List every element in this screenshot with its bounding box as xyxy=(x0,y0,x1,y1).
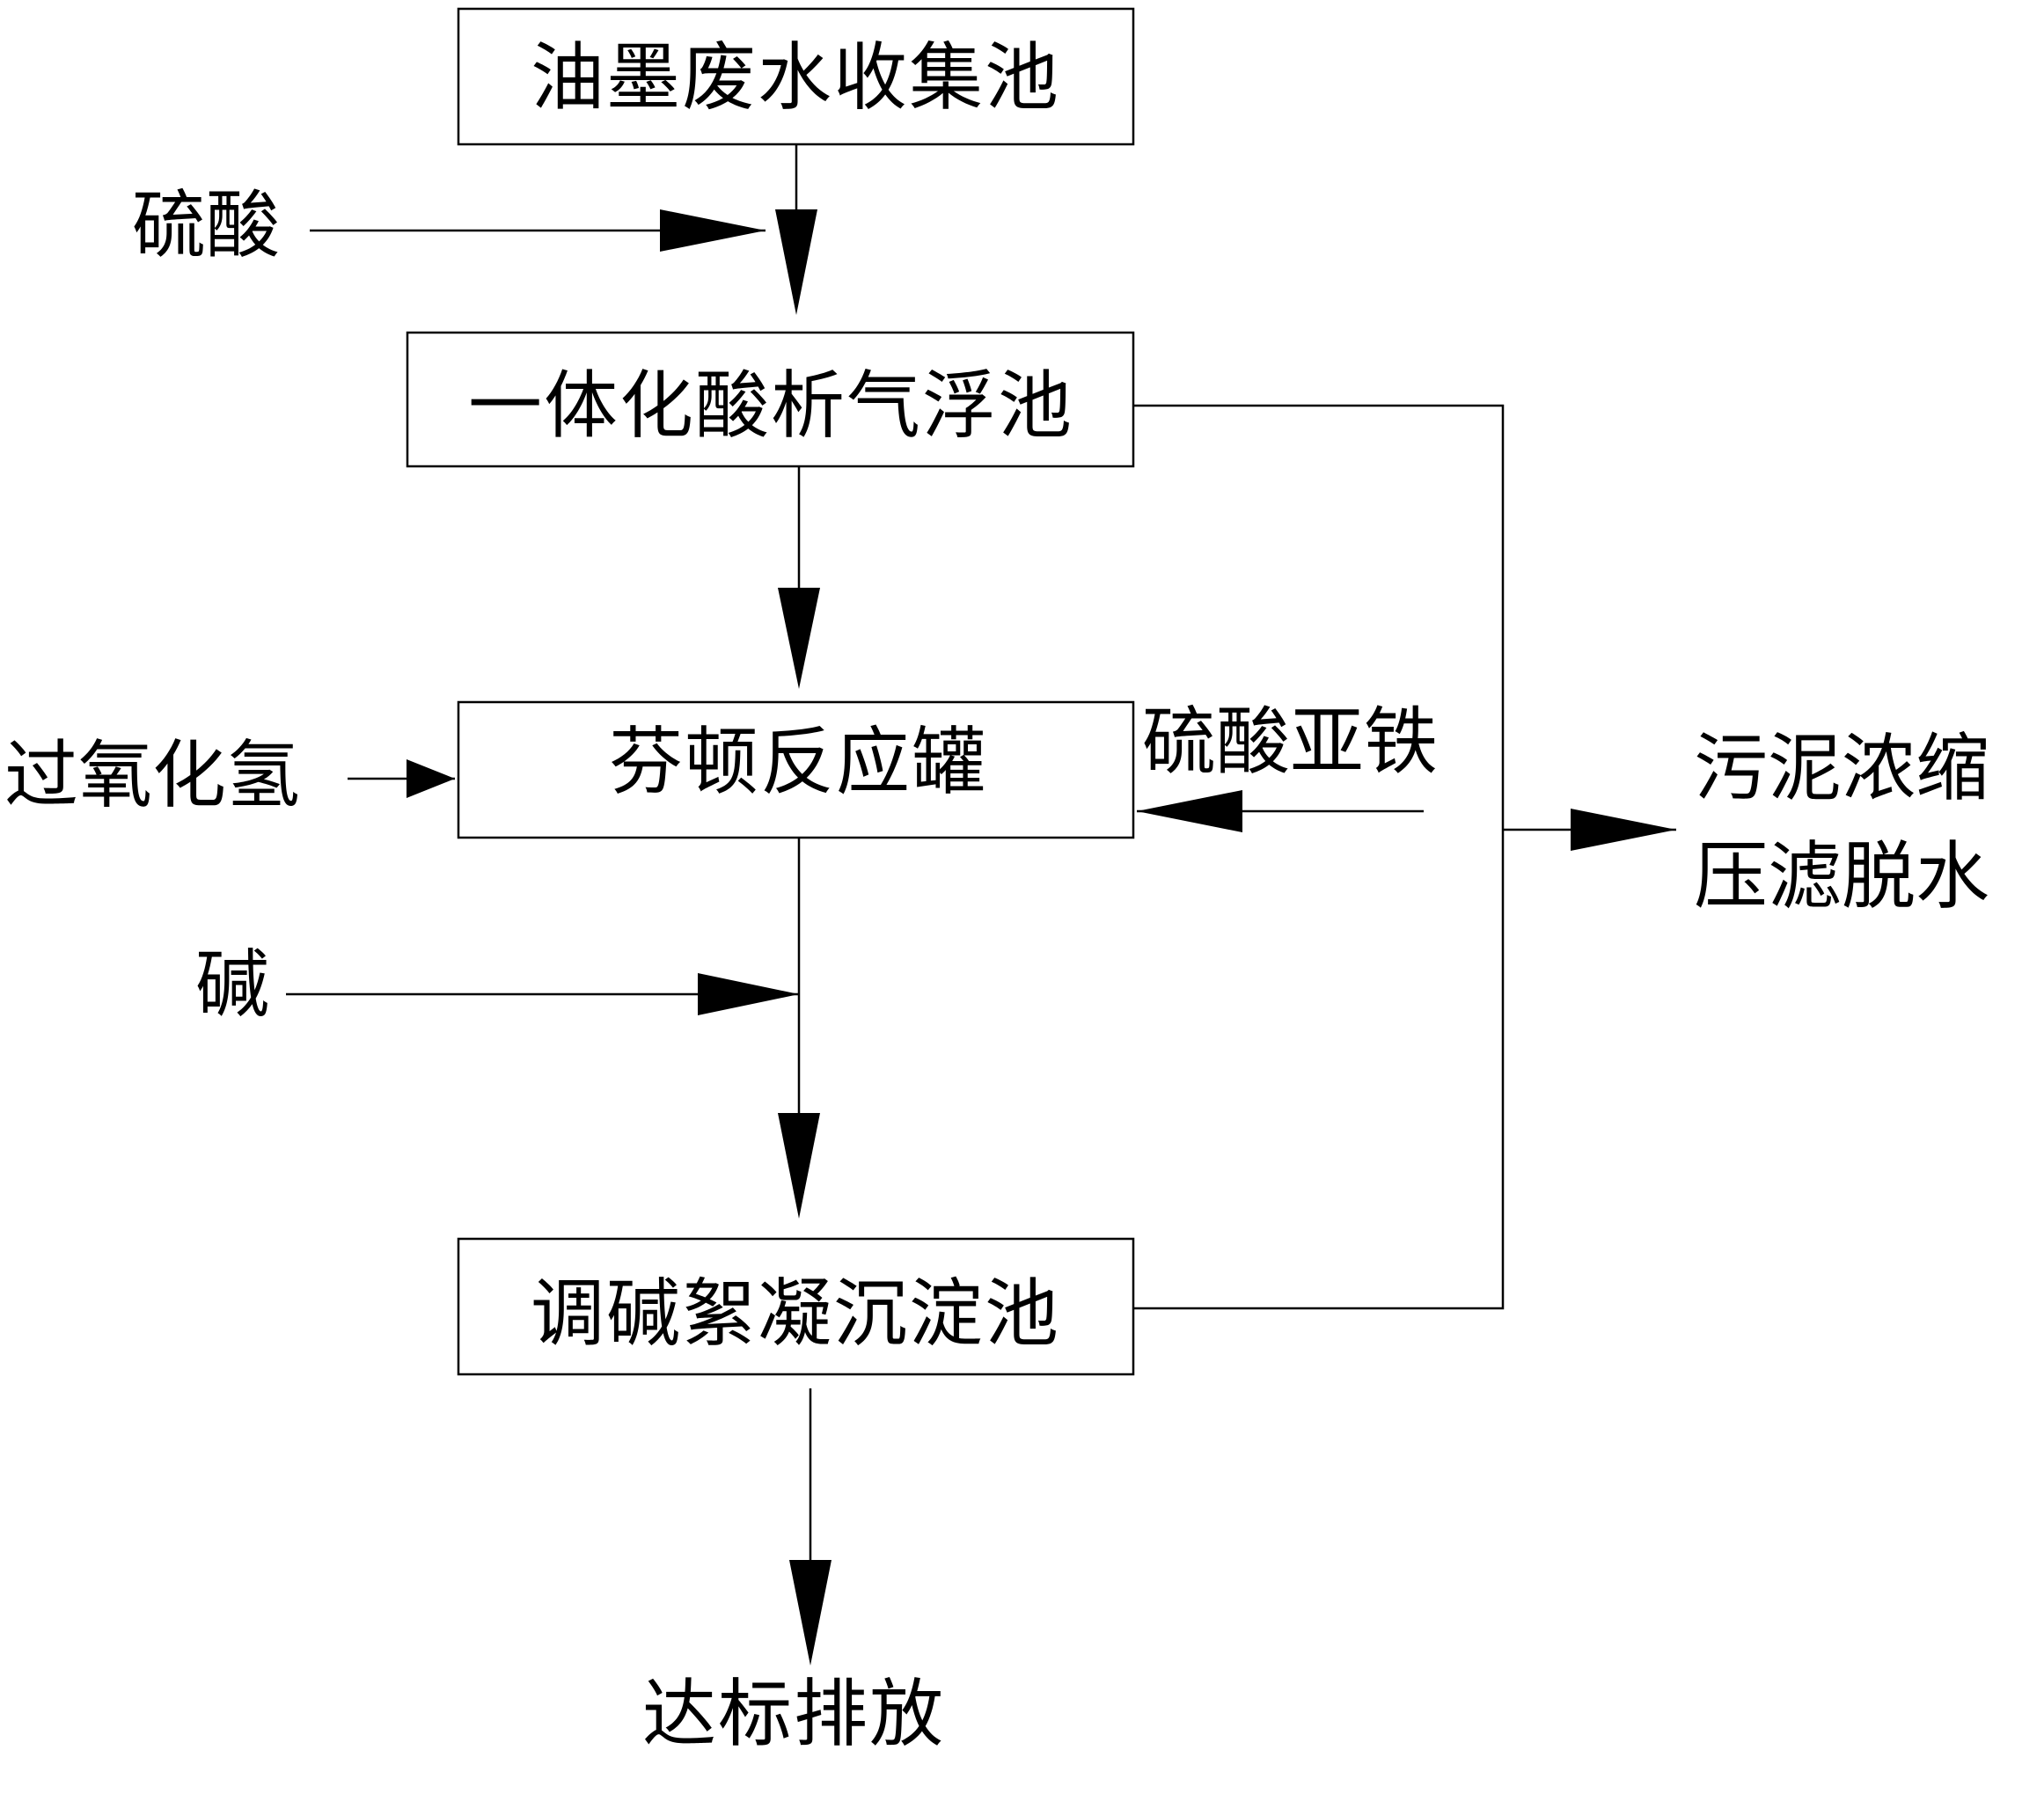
ferrous-sulfate-label: 硫酸亚铁 xyxy=(1142,699,1438,785)
sludge-treatment-label-line2: 压滤脱水 xyxy=(1694,833,1989,919)
sludge-line-from-flotation xyxy=(1133,404,1505,1310)
alkali-label: 碱 xyxy=(195,941,269,1028)
flotation-tank-label: 一体化酸析气浮池 xyxy=(468,362,1073,449)
arrowhead-into-fenton xyxy=(778,588,820,689)
arrowhead-into-settling xyxy=(778,1113,820,1219)
ferrous-sulfate-arrowhead xyxy=(1137,790,1242,832)
sludge-arrowhead xyxy=(1571,809,1676,851)
hydrogen-peroxide-arrowhead xyxy=(407,759,455,798)
arrowhead-into-discharge xyxy=(789,1560,832,1666)
arrowhead-into-flotation xyxy=(775,209,817,315)
collection-tank-label: 油墨废水收集池 xyxy=(531,34,1060,121)
settling-tank-box: 调碱絮凝沉淀池 xyxy=(457,1237,1135,1376)
fenton-reactor-box: 芬顿反应罐 xyxy=(457,700,1135,839)
discharge-label: 达标排放 xyxy=(642,1671,945,1757)
collection-tank-box: 油墨废水收集池 xyxy=(457,7,1135,146)
sulfuric-acid-arrowhead xyxy=(660,209,766,252)
hydrogen-peroxide-label: 过氧化氢 xyxy=(4,732,300,818)
sulfuric-acid-label: 硫酸 xyxy=(132,182,280,268)
settling-tank-label: 调碱絮凝沉淀池 xyxy=(531,1270,1060,1357)
sludge-treatment-label-line1: 污泥浓缩 xyxy=(1694,725,1989,811)
fenton-reactor-label: 芬顿反应罐 xyxy=(609,719,987,805)
alkali-arrowhead xyxy=(698,973,799,1015)
flotation-tank-box: 一体化酸析气浮池 xyxy=(406,331,1135,468)
